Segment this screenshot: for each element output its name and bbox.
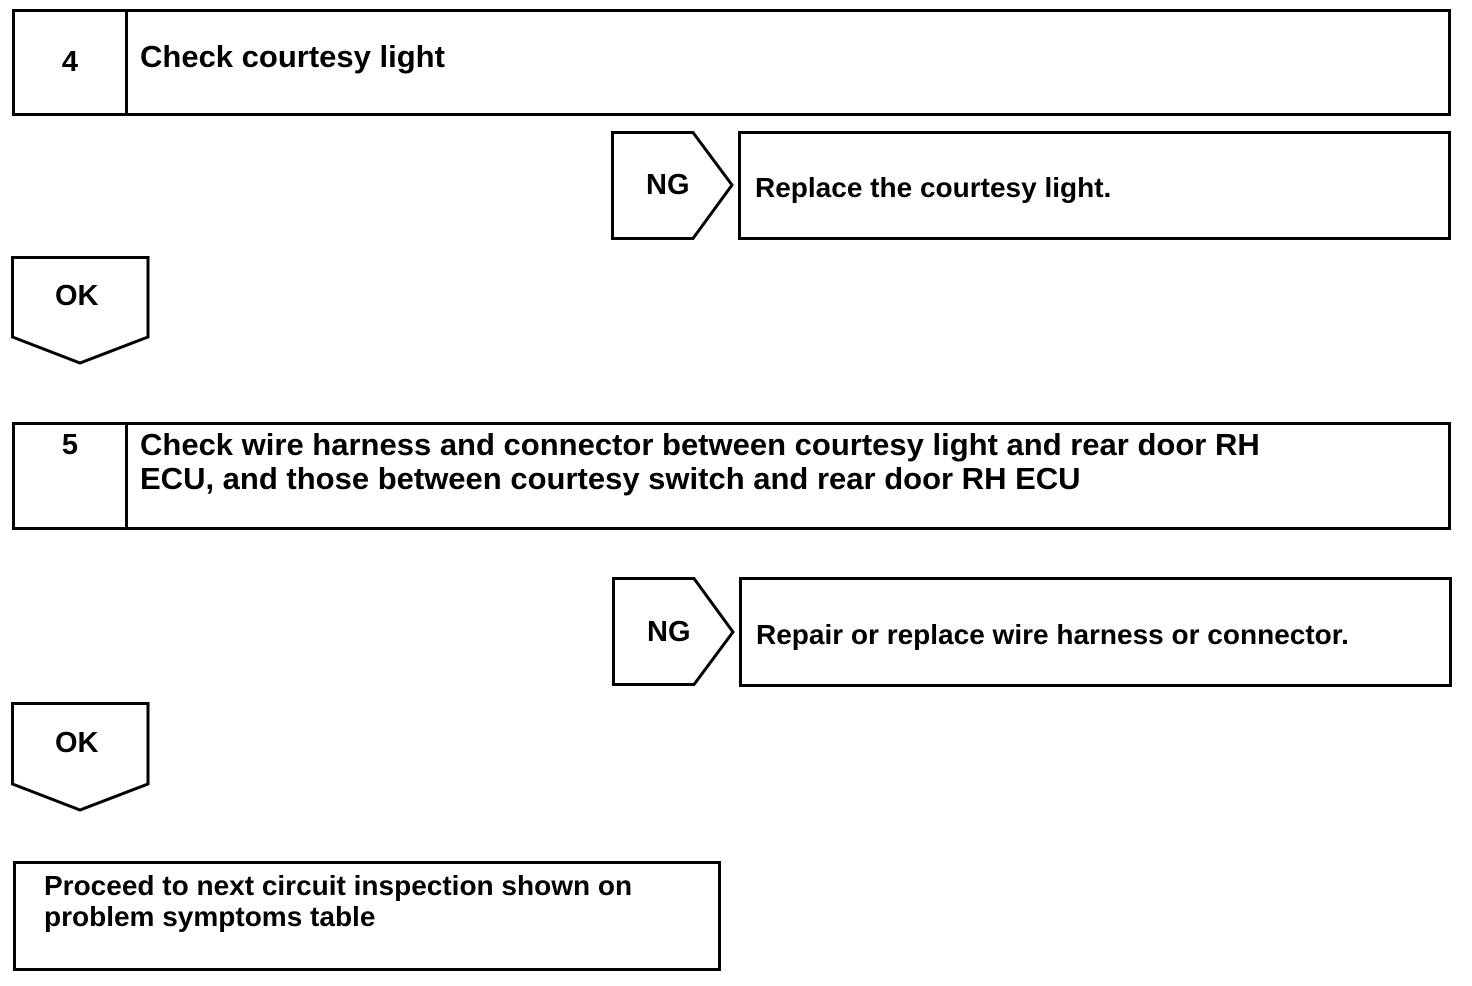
- step-4-ok-arrow: [11, 256, 150, 365]
- step-5-ng-label: NG: [647, 616, 691, 648]
- step-5-ng-action-text: Repair or replace wire harness or connec…: [756, 619, 1349, 650]
- step-5-title-line-1: Check wire harness and connector between…: [140, 427, 1260, 462]
- step-5-ng-action-box: Repair or replace wire harness or connec…: [739, 577, 1452, 687]
- step-5-title-line-2: ECU, and those between courtesy switch a…: [140, 461, 1081, 496]
- step-5-ok-label: OK: [55, 727, 99, 759]
- step-5-ok-arrow: [11, 702, 150, 812]
- step-5-box: 5 Check wire harness and connector betwe…: [12, 422, 1451, 530]
- step-4-box: 4 Check courtesy light: [12, 9, 1451, 116]
- step-5-number: 5: [15, 425, 128, 527]
- final-instruction-text: Proceed to next circuit inspection shown…: [44, 870, 632, 932]
- step-4-ng-action-box: Replace the courtesy light.: [738, 131, 1451, 240]
- step-4-number: 4: [15, 12, 128, 113]
- step-4-ok-label: OK: [55, 280, 99, 312]
- final-instruction-box: Proceed to next circuit inspection shown…: [13, 861, 721, 971]
- step-4-ng-arrow: [611, 131, 734, 240]
- step-5-ng-arrow: [612, 577, 735, 686]
- step-4-title: Check courtesy light: [140, 39, 445, 74]
- final-instruction-line-1: Proceed to next circuit inspection shown…: [44, 870, 633, 901]
- step-5-title: Check wire harness and connector between…: [128, 425, 1448, 527]
- step-4-ng-action-text: Replace the courtesy light.: [755, 172, 1112, 203]
- final-instruction-line-2: problem symptoms table: [44, 901, 376, 932]
- step-4-ng-label: NG: [646, 169, 690, 201]
